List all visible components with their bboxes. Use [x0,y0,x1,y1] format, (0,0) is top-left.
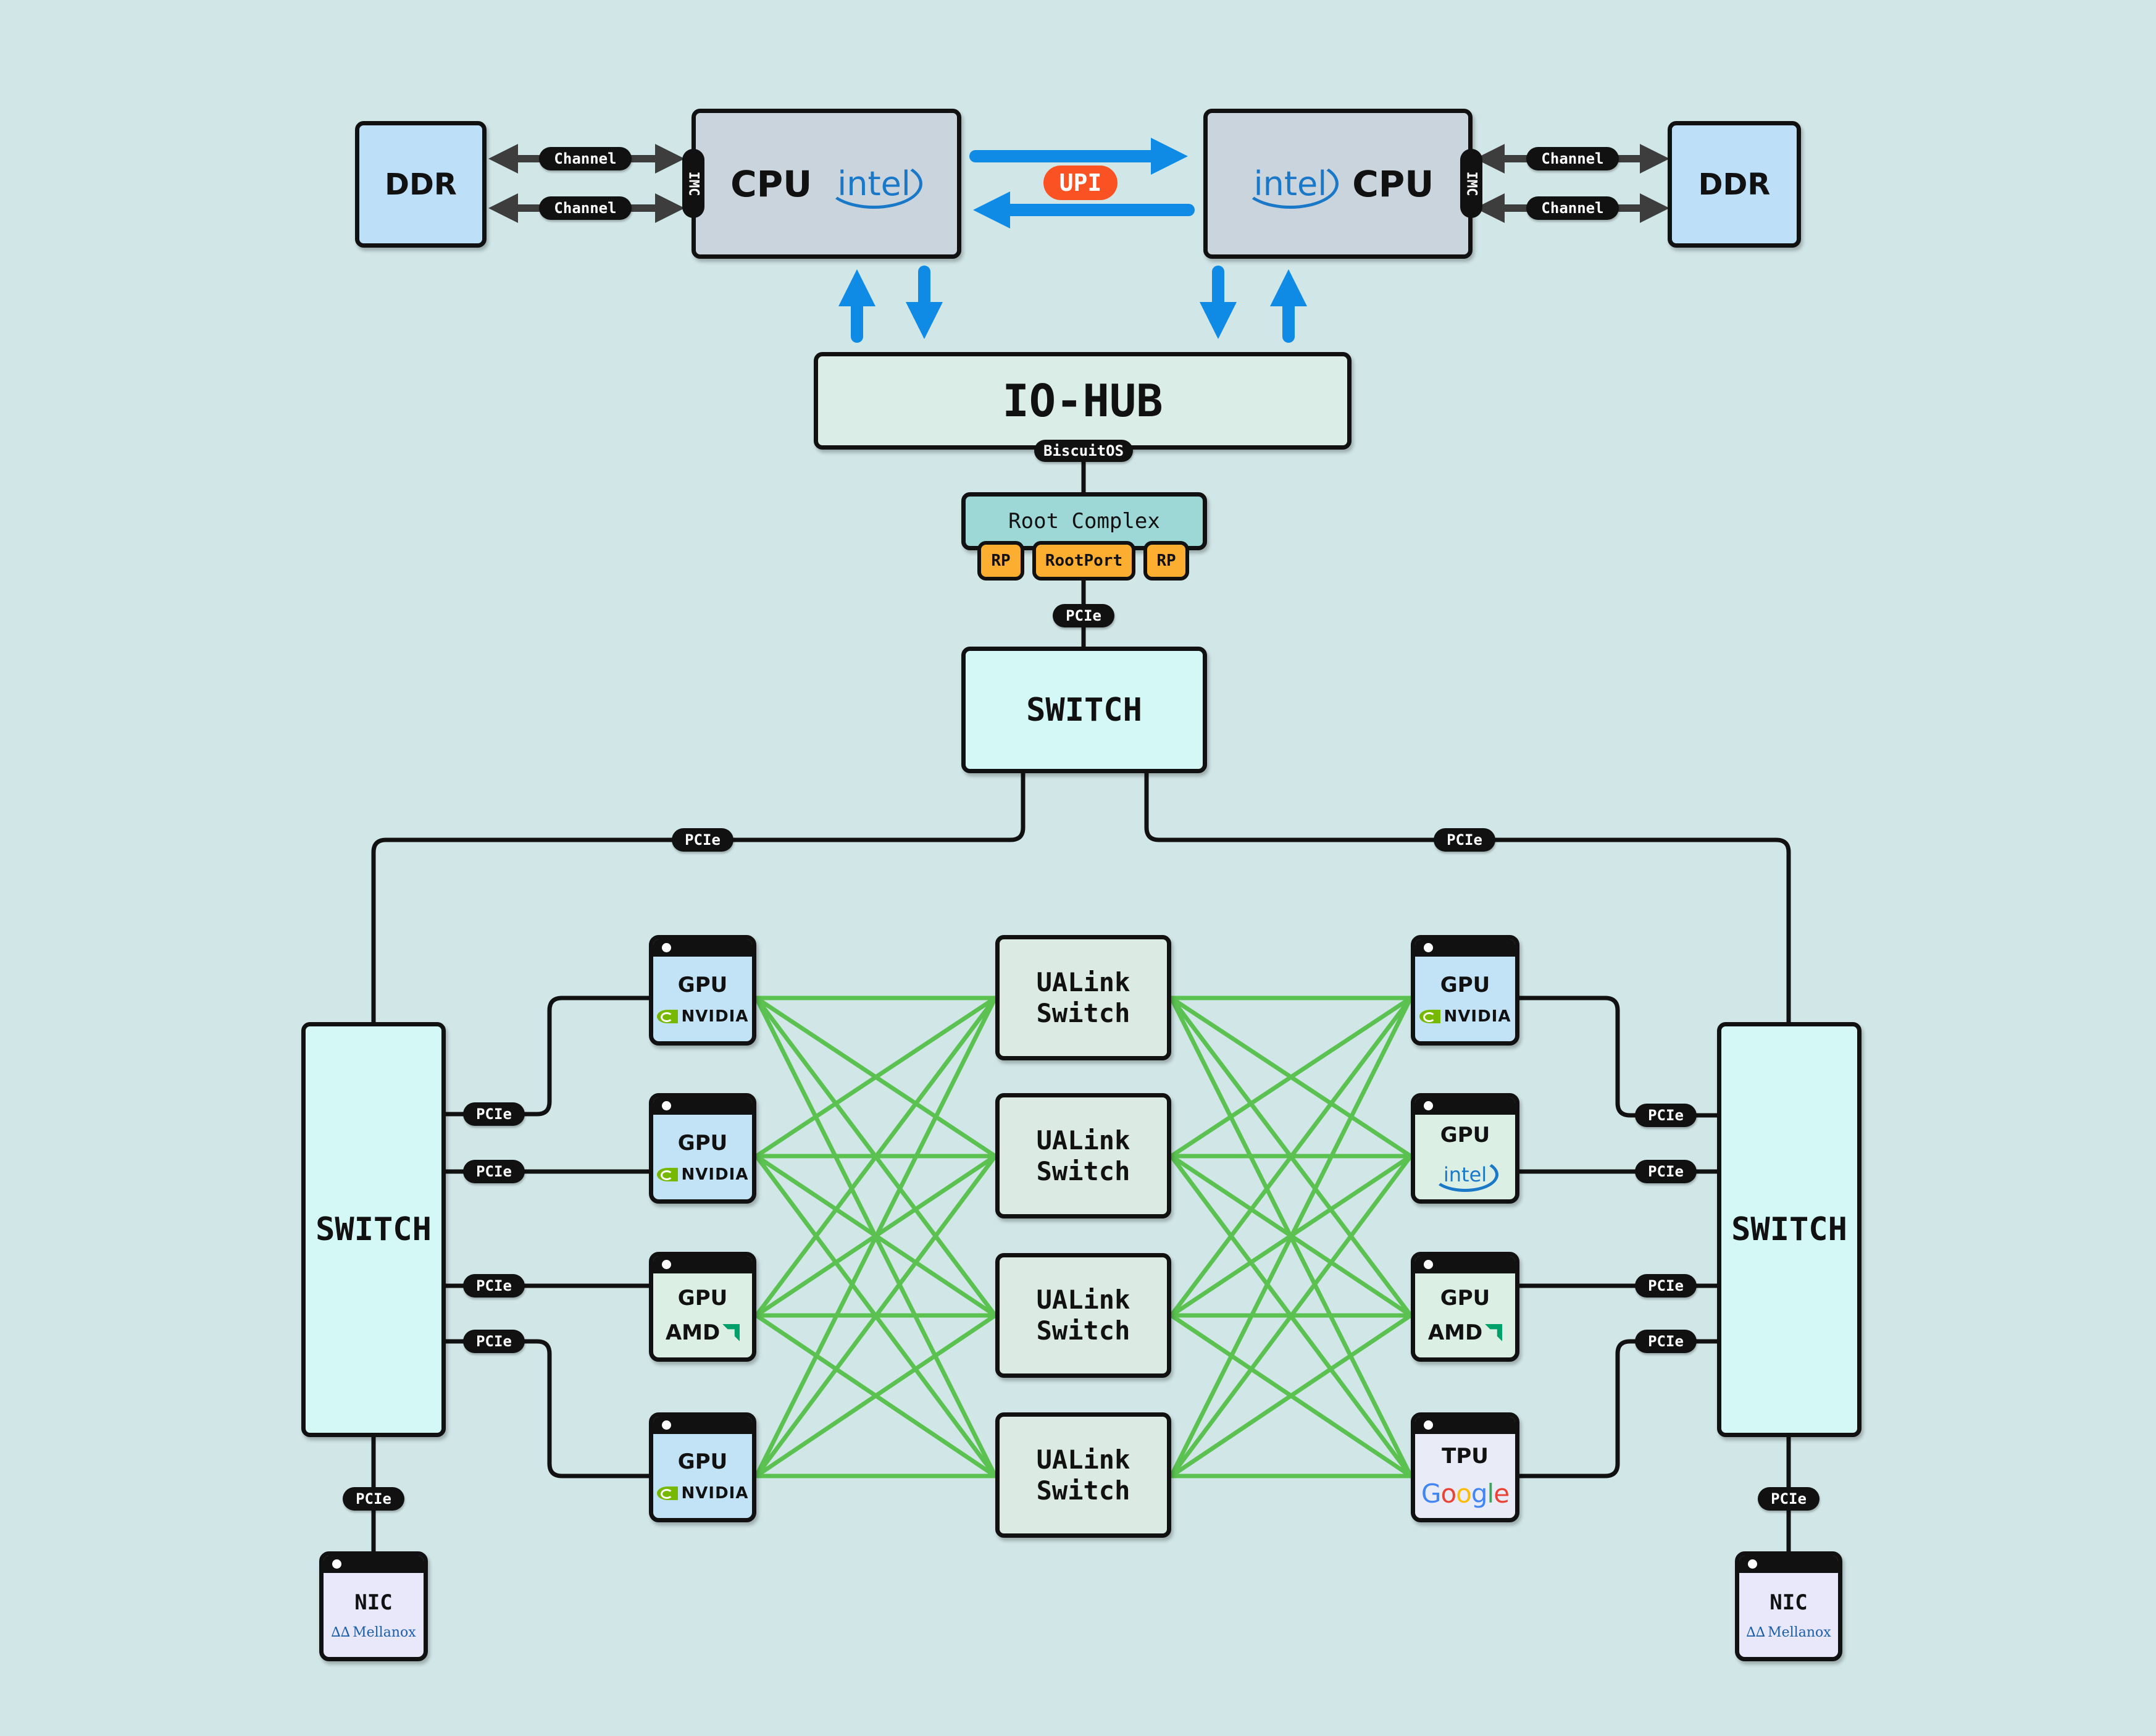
cpu-label: CPU [1352,162,1434,205]
ualink-link [755,996,997,1158]
intel-logo-icon: intel [1431,1157,1499,1192]
pcie-label: PCIe [463,1274,525,1298]
ualink-link [755,1314,997,1478]
google-logo-icon: Google [1421,1478,1510,1509]
ddr-label: DDR [1698,167,1771,202]
intel-logo-icon: intel [825,159,922,209]
ualink-link [754,1154,997,1478]
io-hub: IO-HUB [814,352,1352,450]
root-port-main: RootPort [1032,541,1135,581]
biscuitos-tag: BiscuitOS [1034,440,1133,462]
root-port-small: RP [977,541,1024,581]
switch-left: SWITCH [301,1022,446,1437]
ualink-link [1170,996,1412,1158]
ualink-link [1169,997,1413,1477]
channel-label: Channel [1526,196,1619,220]
pcie-label: PCIe [1434,828,1495,852]
upi-badge: UPI [1043,166,1118,200]
device-right-4: TPU Google [1411,1412,1519,1522]
nvidia-logo-icon: NVIDIA [656,1484,749,1503]
pcie-label: PCIe [463,1330,525,1353]
mellanox-logo-icon: ∆∆Mellanox [1746,1624,1831,1640]
pcie-label: PCIe [463,1102,525,1126]
pcie-label: PCIe [463,1160,525,1183]
device-right-2: GPU intel [1411,1093,1519,1204]
channel-label: Channel [539,147,632,170]
pcie-label: PCIe [343,1487,404,1511]
upi-arrows [838,138,1307,343]
pcie-label: PCIe [672,828,733,852]
device-left-2: GPU NVIDIA [649,1093,756,1204]
pcie-label: PCIe [1635,1160,1697,1183]
amd-logo-icon: AMD [666,1320,740,1345]
nvidia-logo-icon: NVIDIA [656,1165,749,1184]
ualink-link [754,997,998,1477]
channel-label: Channel [1526,147,1619,170]
ualink-mesh [754,996,1413,1478]
amd-logo-icon: AMD [1428,1320,1503,1345]
ddr-label: DDR [385,167,457,202]
ualink-link [1170,1314,1412,1478]
nic-right: NIC ∆∆Mellanox [1735,1551,1842,1661]
pcie-label: PCIe [1758,1487,1820,1511]
device-left-3: GPU AMD [649,1252,756,1362]
device-left-4: GPU NVIDIA [649,1412,756,1522]
mellanox-logo-icon: ∆∆Mellanox [331,1624,416,1640]
ualink-link [1169,1154,1413,1478]
imc-badge-left: IMC [682,149,704,218]
device-right-3: GPU AMD [1411,1252,1519,1362]
pcie-label: PCIe [1635,1274,1697,1298]
cpu-left: CPU intel [692,109,961,259]
ddr-left: DDR [355,121,487,248]
ualink-link [1169,996,1413,1317]
cpu-label: CPU [730,162,813,205]
io-hub-label: IO-HUB [1002,375,1163,427]
switch-right: SWITCH [1717,1022,1861,1437]
switch-top: SWITCH [961,647,1207,773]
device-left-1: GPU NVIDIA [649,935,756,1046]
channel-label: Channel [539,196,632,220]
pcie-label: PCIe [1053,604,1114,627]
nvidia-logo-icon: NVIDIA [656,1007,749,1026]
pcie-label: PCIe [1635,1104,1697,1127]
root-port-small: RP [1143,541,1189,581]
intel-logo-icon: intel [1242,159,1339,209]
ddr-right: DDR [1668,121,1801,248]
ualink-link [754,996,997,1317]
pcie-label: PCIe [1635,1330,1697,1353]
imc-badge-right: IMC [1460,149,1482,218]
device-right-1: GPU NVIDIA [1411,935,1519,1046]
cpu-right: intel CPU [1203,109,1473,259]
nic-left: NIC ∆∆Mellanox [319,1551,428,1661]
nvidia-logo-icon: NVIDIA [1419,1007,1511,1026]
root-complex-label: Root Complex [1008,509,1160,534]
